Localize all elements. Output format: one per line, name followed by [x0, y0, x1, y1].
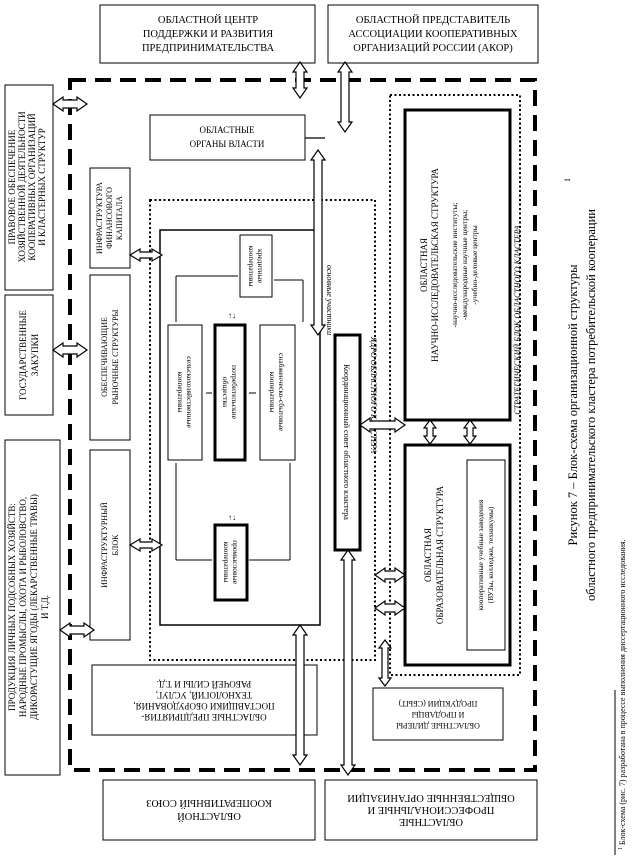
agri-coops-box: сельскохозяйственные кооперативы — [167, 324, 203, 461]
caption-line-1: Рисунок 7 – Блок-схема организационной с… — [566, 264, 580, 546]
figure-caption: Рисунок 7 – Блок-схема организационной с… — [566, 209, 598, 601]
research-item-3: -учебно-деловые центры — [470, 225, 479, 304]
supply-coops-line-2: кооперативы — [268, 372, 277, 413]
research-title-1: ОБЛАСТНАЯ — [419, 238, 429, 292]
education-structure-box: ОБЛАСТНАЯ ОБРАЗОВАТЕЛЬНАЯ СТРУКТУРА кооп… — [403, 443, 512, 667]
consumer-societies-box: потребительские общества — [213, 323, 247, 462]
market-line-2: РЫНОЧНЫЕ СТРУКТУРЫ — [111, 309, 120, 404]
professional-line-3: ОБЩЕСТВЕННЫЕ ОРГАНИЗАЦИИ — [347, 792, 515, 803]
coordination-council-box: Координационный совет областного кластер… — [333, 333, 362, 552]
core-boundary — [149, 199, 376, 661]
legal-line-3: КООПЕРАТИВНЫХ ОРГАНИЗАЦИЙ — [27, 113, 37, 261]
strategic-label: СТРАТЕГИЧЕСКИЙ БЛОК ОБЛАСТНОГО КЛАСТЕРА — [512, 225, 522, 414]
education-item-1: кооперативные учебные заведения — [476, 499, 485, 610]
center-support-box: ОБЛАСТНОЙ ЦЕНТР ПОДДЕРЖКИ И РАЗВИТИЯ ПРЕ… — [99, 4, 316, 64]
strategic-boundary — [389, 94, 521, 676]
professional-line-1: ОБЛАСТНЫЕ — [399, 816, 463, 827]
state-purchases-line-2: ЗАКУПКИ — [30, 333, 40, 376]
industrial-coops-line-2: кооперативы — [222, 542, 231, 583]
finance-line-2: ФИНАНСОВОГО — [105, 187, 114, 249]
center-support-line-3: ПРЕДПРИНИМАТЕЛЬСТВА — [142, 43, 275, 54]
infrastructure-block-box: ИНФРАСТРУКТУРНЫЙ БЛОК — [89, 449, 131, 641]
research-title-2: НАУЧНО-ИССЛЕДОВАТЕЛЬСКАЯ СТРУКТУРА — [430, 168, 440, 362]
footnote-text: Блок-схема (рис. 7) разработана в процес… — [618, 539, 627, 847]
credit-coops-box: кредитные кооперативы — [239, 234, 273, 298]
education-items-box — [466, 459, 506, 651]
caption-line-2: областного предпринимательского кластера… — [584, 209, 598, 601]
footnote: 1 Блок-схема (рис. 7) разработана в проц… — [618, 539, 627, 850]
infra-line-1: ИНФРАСТРУКТУРНЫЙ — [100, 502, 109, 588]
research-item-1: -научно-исследовательские институты; — [450, 203, 459, 328]
svg-text:1 Блок-схема (рис. 7) разработ: 1 Блок-схема (рис. 7) разработана в проц… — [618, 539, 627, 850]
coop-union-box: ОБЛАСТНОЙ КООПЕРАТИВНЫЙ СОЮЗ — [102, 779, 316, 841]
credit-coops-line-1: кредитные — [256, 249, 265, 284]
suppliers-line-1: ОБЛАСТНЫЕ ПРЕДПРИЯТИЯ- — [141, 712, 266, 722]
professional-line-2: ПРОФЕССИОНАЛЬНЫЕ И — [367, 804, 494, 815]
coop-union-line-1: ОБЛАСТНОЙ — [177, 810, 241, 822]
infra-line-2: БЛОК — [111, 534, 120, 556]
products-line-3: ДИКОРАСТУЩИЕ ЯГОДЫ (ЛЕКАРСТВЕННЫЕ ТРАВЫ) — [29, 494, 39, 720]
products-line-4: И Т.Д. — [40, 595, 50, 619]
suppliers-line-3: ТЕХНОЛОГИЙ, УСЛУГ, — [156, 690, 252, 700]
products-line-2: НАРОДНЫЕ ПРОМЫСЛЫ, ОХОТА И РЫБОЛОВСТВО, — [18, 497, 28, 717]
credit-coops-line-2: кооперативы — [247, 246, 256, 287]
finance-line-3: КАПИТАЛА — [115, 196, 124, 240]
consumer-line-1: потребительские — [230, 365, 239, 420]
professional-orgs-box: ОБЛАСТНЫЕ ПРОФЕССИОНАЛЬНЫЕ И ОБЩЕСТВЕННЫ… — [324, 779, 538, 841]
council-label: Координационный совет областного кластер… — [342, 364, 351, 520]
legal-line-4: И КЛАСТЕРНЫХ СТРУКТУР — [37, 128, 47, 246]
consumer-line-2: общества — [221, 377, 230, 408]
agri-coops-line-2: кооперативы — [176, 372, 185, 413]
main-participants-label: основные участники — [325, 265, 334, 335]
akor-line-3: ОРГАНИЗАЦИЙ РОССИИ (АКОР) — [353, 42, 513, 54]
dealers-line-1: ОБЛАСТНЫЕ ДИЛЕРЫ — [396, 721, 480, 730]
supply-coops-line-1: снабженческо-сбытовые — [277, 353, 286, 432]
education-title-1: ОБЛАСТНАЯ — [423, 528, 433, 582]
suppliers-line-4: РАБОЧЕЙ СИЛЫ И Т.Д. — [157, 679, 252, 689]
household-products-box: ПРОДУКЦИЯ ЛИЧНЫХ ПОДСОБНЫХ ХОЗЯЙСТВ: НАР… — [4, 439, 61, 776]
dealers-line-3: ПРОДУКЦИИ (СБЫТ) — [398, 699, 477, 708]
legal-line-2: ХОЗЯЙСТВЕННОЙ ДЕЯТЕЛЬНОСТИ — [17, 111, 27, 263]
market-structures-box: ОБЕСПЕЧИВАЮЩИЕ РЫНОЧНЫЕ СТРУКТУРЫ — [89, 274, 131, 441]
research-structure-box: ОБЛАСТНАЯ НАУЧНО-ИССЛЕДОВАТЕЛЬСКАЯ СТРУК… — [403, 108, 512, 422]
suppliers-box: ОБЛАСТНЫЕ ПРЕДПРИЯТИЯ- ПОСТАВЩИКИ ОБОРУД… — [91, 664, 318, 736]
svg-text:↑↓: ↑↓ — [228, 513, 236, 522]
supply-coops-box: снабженческо-сбытовые кооперативы — [259, 324, 296, 461]
center-support-line-2: ПОДДЕРЖКИ И РАЗВИТИЯ — [143, 29, 273, 40]
state-purchases-box: ГОСУДАРСТВЕННЫЕ ЗАКУПКИ — [4, 294, 54, 416]
authorities-line-1: ОБЛАСТНЫЕ — [200, 125, 255, 135]
authorities-box: ОБЛАСТНЫЕ ОРГАНЫ ВЛАСТИ — [149, 114, 306, 161]
authorities-line-2: ОРГАНЫ ВЛАСТИ — [190, 139, 265, 149]
legal-line-1: ПРАВОВОЕ ОБЕСПЕЧЕНИЕ — [7, 129, 17, 244]
products-line-1: ПРОДУКЦИЯ ЛИЧНЫХ ПОДСОБНЫХ ХОЗЯЙСТВ: — [7, 503, 17, 711]
industrial-coops-box: промысловые кооперативы — [213, 523, 249, 602]
state-purchases-line-1: ГОСУДАРСТВЕННЫЕ — [18, 309, 28, 400]
research-item-2: -международные научные центры; — [460, 210, 469, 320]
svg-text:↑↓: ↑↓ — [228, 311, 236, 320]
caption-superscript: 1 — [563, 178, 572, 182]
education-title-2: ОБРАЗОВАТЕЛЬНАЯ СТРУКТУРА — [435, 485, 445, 624]
core-connectors: ↑↓ ↑↓ — [175, 275, 304, 561]
akor-line-1: ОБЛАСТНОЙ ПРЕДСТАВИТЕЛЬ — [356, 14, 510, 26]
market-line-1: ОБЕСПЕЧИВАЮЩИЕ — [100, 317, 109, 397]
connection-arrows — [51, 60, 478, 777]
footnote-superscript: 1 — [618, 847, 624, 850]
suppliers-line-2: ПОСТАВЩИКИ ОБОРУДОВАНИЯ, — [133, 701, 274, 711]
center-support-line-1: ОБЛАСТНОЙ ЦЕНТР — [158, 14, 258, 26]
akor-box: ОБЛАСТНОЙ ПРЕДСТАВИТЕЛЬ АССОЦИАЦИИ КООПЕ… — [327, 4, 539, 64]
finance-line-1: ИНФРАСТРУКТУРА — [95, 182, 104, 254]
coop-union-line-2: КООПЕРАТИВНЫЙ СОЮЗ — [146, 797, 272, 809]
legal-support-box: ПРАВОВОЕ ОБЕСПЕЧЕНИЕ ХОЗЯЙСТВЕННОЙ ДЕЯТЕ… — [4, 84, 54, 291]
dealers-box: ОБЛАСТНЫЕ ДИЛЕРЫ И ПРОДАВЦЫ ПРОДУКЦИИ (С… — [372, 687, 504, 741]
core-label: ЯДРО ОБЛАСТНОГО КЛАСТЕРА — [369, 336, 378, 453]
education-item-2: (ВУЗы, колледжи, техникумы) — [486, 506, 495, 603]
industrial-coops-line-1: промысловые — [231, 540, 240, 585]
finance-infra-box: ИНФРАСТРУКТУРА ФИНАНСОВОГО КАПИТАЛА — [89, 167, 131, 269]
dealers-line-2: И ПРОДАВЦЫ — [412, 710, 465, 719]
akor-line-2: АССОЦИАЦИИ КООПЕРАТИВНЫХ — [348, 29, 518, 40]
agri-coops-line-1: сельскохозяйственные — [185, 356, 194, 428]
